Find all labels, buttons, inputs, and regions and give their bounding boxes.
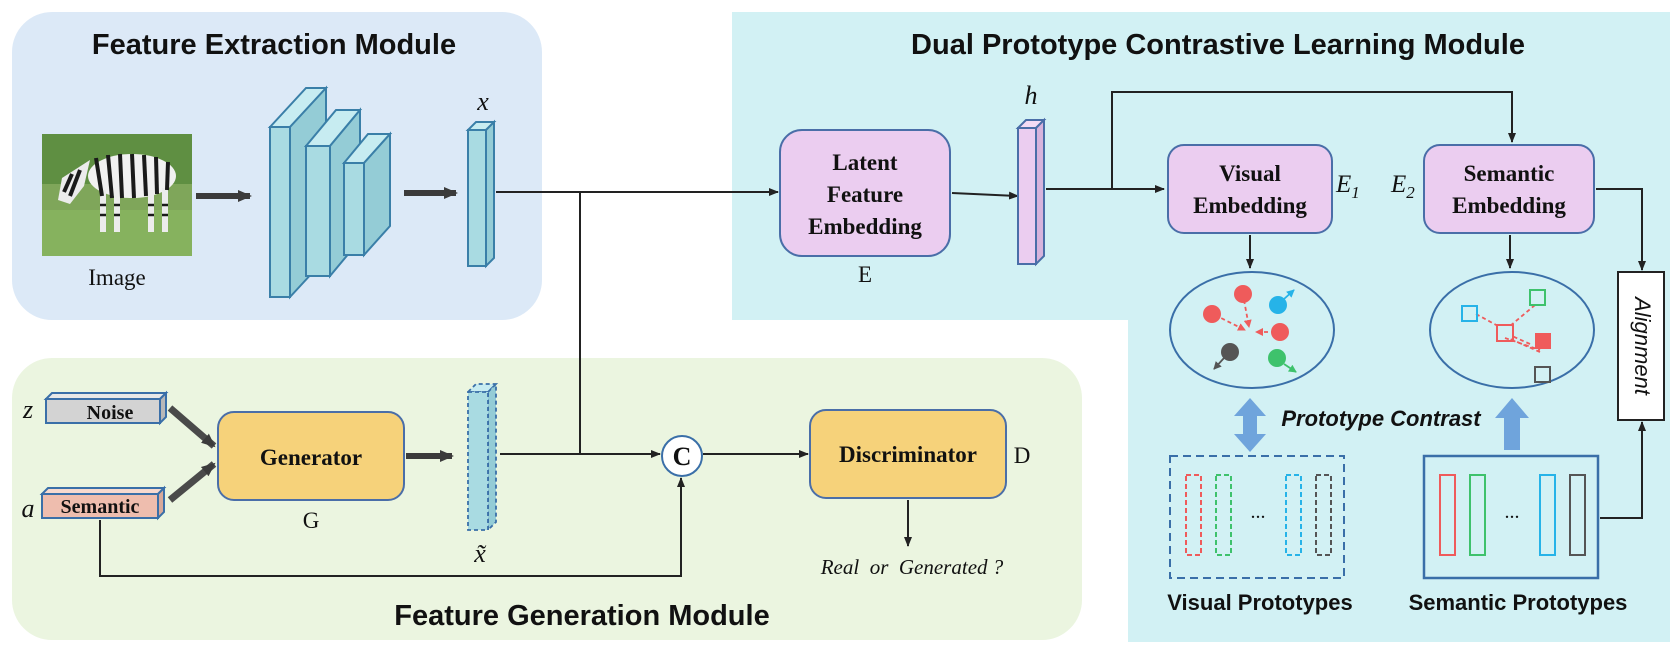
- z-label: z: [22, 395, 33, 424]
- x-label: x: [476, 87, 489, 116]
- semantic-input-label: Semantic: [61, 496, 140, 518]
- visual-prototypes-box: ...: [1169, 455, 1345, 579]
- real-or-generated-label: Real or Generated ?: [820, 555, 1004, 579]
- discriminator-box: Discriminator: [809, 409, 1007, 499]
- arrow-semantic-to-concat: [99, 477, 685, 577]
- feature-extraction-title: Feature Extraction Module: [92, 29, 456, 61]
- arrow-semantic-to-alignment: [1596, 188, 1646, 271]
- arrow-semproto-to-alignment: [1600, 421, 1646, 519]
- semantic-prototypes-label: Semantic Prototypes: [1409, 590, 1628, 615]
- visual-point-red-3: [1271, 323, 1289, 341]
- arrow-latent-to-h: [951, 191, 1019, 200]
- feature-generation-title: Feature Generation Module: [394, 600, 769, 632]
- noise-input: [43, 390, 169, 426]
- noise-label: Noise: [87, 402, 134, 424]
- latent-line3: Embedding: [808, 214, 922, 239]
- visual-point-green: [1268, 349, 1286, 367]
- e2-label: E2: [1390, 171, 1415, 202]
- visual-embedding-box: Visual Embedding: [1167, 144, 1333, 234]
- feature-x-bar: [465, 119, 497, 269]
- feature-xtilde-bar: [465, 381, 499, 533]
- arrow-semantic-to-generator: [167, 461, 217, 503]
- visual-point-red-1: [1203, 305, 1221, 323]
- semantic-center-square: [1496, 324, 1514, 342]
- h-label: h: [1025, 81, 1038, 110]
- feature-h-bar: [1015, 117, 1047, 267]
- generator-box: Generator: [217, 411, 405, 501]
- generator-label: Generator: [260, 445, 362, 470]
- visual-ellipsis: ...: [1251, 501, 1266, 523]
- up-arrow-semantic: [1495, 398, 1529, 450]
- discriminator-label: Discriminator: [839, 442, 977, 467]
- alignment-box: Alignment: [1617, 271, 1665, 421]
- latent-feature-embedding-box: Latent Feature Embedding: [779, 129, 951, 257]
- semantic-embedding-space: [1429, 271, 1595, 389]
- prototype-contrast-label: Prototype Contrast: [1281, 406, 1482, 431]
- latent-line1: Latent: [832, 150, 898, 175]
- e1-label: E1: [1335, 171, 1360, 202]
- semantic-line2: Embedding: [1452, 193, 1566, 218]
- image-label: Image: [88, 265, 145, 290]
- e-label: E: [858, 262, 872, 287]
- semantic-square-green: [1529, 289, 1546, 306]
- visual-point-blue: [1269, 296, 1287, 314]
- semantic-prototypes-box: ...: [1422, 454, 1600, 580]
- cnn-backbone: [267, 85, 393, 300]
- concat-label: C: [673, 442, 692, 471]
- visual-point-red-2: [1234, 285, 1252, 303]
- dual-prototype-title: Dual Prototype Contrastive Learning Modu…: [911, 29, 1525, 61]
- d-label: D: [1014, 443, 1031, 468]
- visual-embedding-space: [1169, 271, 1335, 389]
- a-label: a: [22, 494, 35, 523]
- xtilde-label: x̃: [473, 539, 487, 568]
- g-label: G: [303, 508, 320, 533]
- semantic-line1: Semantic: [1464, 161, 1555, 186]
- visual-point-gray: [1221, 343, 1239, 361]
- arrow-h-to-semantic: [1111, 91, 1516, 189]
- visual-line1: Visual: [1219, 161, 1281, 186]
- semantic-input: [39, 485, 167, 521]
- semantic-embedding-box: Semantic Embedding: [1423, 144, 1595, 234]
- double-arrow-visual: [1234, 398, 1266, 452]
- alignment-label: Alignment: [1630, 295, 1655, 396]
- latent-line2: Feature: [827, 182, 903, 207]
- concat-node: C: [661, 435, 703, 477]
- arrow-noise-to-generator: [167, 405, 217, 449]
- semantic-square-gray: [1534, 366, 1551, 383]
- semantic-ellipsis: ...: [1505, 501, 1520, 523]
- semantic-square-blue: [1461, 305, 1478, 322]
- zebra-image: [42, 134, 192, 256]
- semantic-square-red-filled: [1535, 333, 1551, 349]
- visual-prototypes-label: Visual Prototypes: [1167, 590, 1352, 615]
- visual-line2: Embedding: [1193, 193, 1307, 218]
